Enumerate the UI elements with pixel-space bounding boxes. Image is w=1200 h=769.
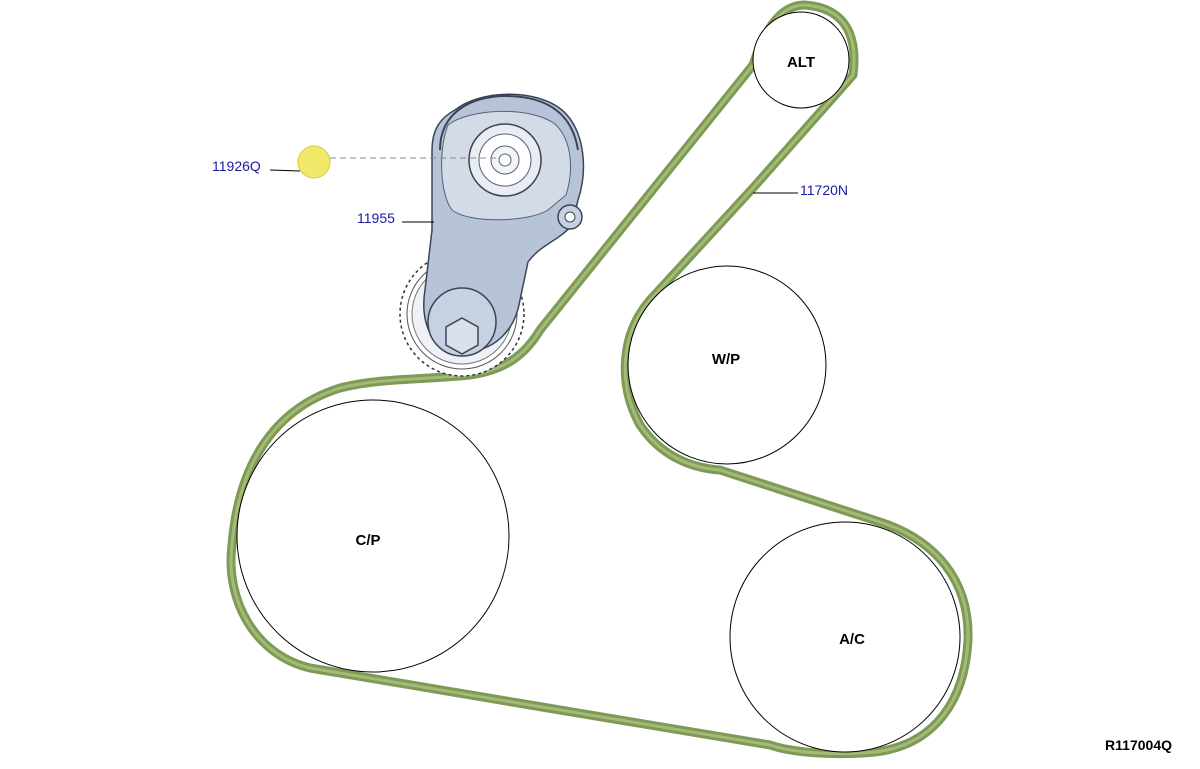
pulley-ac-compressor: A/C: [729, 521, 961, 753]
pulley-alternator: ALT: [752, 11, 850, 109]
callout-label-plug: 11926Q: [212, 158, 261, 174]
callout-tensioner: 11955: [357, 210, 434, 226]
pulley-water-pump: W/P: [627, 265, 827, 465]
pulley-label-ac: A/C: [839, 631, 865, 648]
callout-label-belt: 11720N: [800, 182, 848, 198]
reference-code: R117004Q: [1105, 737, 1172, 753]
pulley-label-alt: ALT: [787, 54, 815, 71]
pulley-label-cp: C/P: [355, 532, 380, 549]
pulley-crankshaft: C/P: [236, 399, 510, 673]
callout-belt: 11720N: [753, 182, 848, 198]
tensioner-assembly: [399, 93, 585, 377]
hex-bolt: [445, 317, 479, 355]
pulley-label-wp: W/P: [712, 351, 740, 368]
callout-plug: 11926Q: [212, 158, 301, 174]
plug-part: [297, 145, 500, 179]
callout-label-tensioner: 11955: [357, 210, 395, 226]
